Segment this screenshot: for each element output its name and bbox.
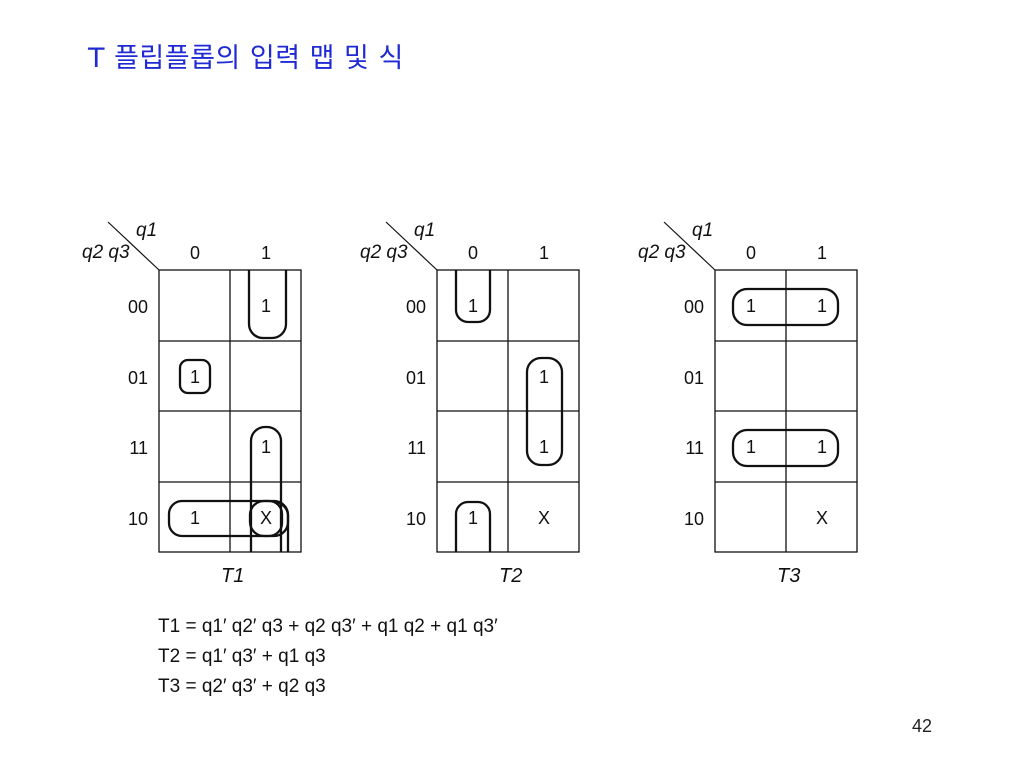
kmap-label: T3 <box>777 565 800 587</box>
kmap-cell: X <box>816 508 828 528</box>
kmap-row-header: 11 <box>685 438 704 458</box>
kmap-group <box>731 428 840 468</box>
kmap-row-header: 01 <box>406 368 426 388</box>
kmap-cell: 1 <box>261 437 271 457</box>
kmap-cell: 1 <box>190 508 200 528</box>
page-number: 42 <box>912 716 933 736</box>
kmap-row-header: 10 <box>406 509 426 529</box>
kmap-col-header: 1 <box>261 243 271 263</box>
equation-t2: T2 = q1′ q3′ + q1 q3 <box>158 646 326 667</box>
kmap-col-header: 1 <box>817 243 827 263</box>
kmap-col-header: 0 <box>468 243 478 263</box>
kmap-label: T2 <box>499 565 522 587</box>
kmap-row-header: 11 <box>129 438 148 458</box>
kmap-corner-top: q1 <box>136 220 157 241</box>
kmap-row-header: 00 <box>684 297 704 317</box>
kmap-row-header: 01 <box>128 368 148 388</box>
kmap-col-header: 0 <box>746 243 756 263</box>
kmap-group <box>167 499 284 538</box>
kmap-corner-left: q2 q3 <box>638 242 686 263</box>
kmap-row-header: 01 <box>684 368 704 388</box>
kmap-cell: X <box>538 508 550 528</box>
kmap-cell: 1 <box>468 296 478 316</box>
kmap-corner-top: q1 <box>692 220 713 241</box>
kmap-t1: q1 q2 q3 0 1 00 01 11 10 1 1 1 1 X T1 <box>82 220 302 587</box>
kmap-t3: q1 q2 q3 0 1 00 01 11 10 1 1 1 1 X T3 <box>638 220 858 587</box>
kmap-group <box>731 287 840 327</box>
kmap-cell: 1 <box>539 367 549 387</box>
kmap-row-header: 00 <box>128 297 148 317</box>
kmap-label: T1 <box>221 565 244 587</box>
kmap-row-header: 10 <box>684 509 704 529</box>
kmap-group <box>525 356 564 467</box>
kmap-row-header: 00 <box>406 297 426 317</box>
kmap-cell: 1 <box>746 296 756 316</box>
kmap-cell: 1 <box>746 437 756 457</box>
kmap-group <box>454 500 492 552</box>
kmap-row-header: 10 <box>128 509 148 529</box>
equation-t3: T3 = q2′ q3′ + q2 q3 <box>158 676 326 697</box>
kmap-cell: 1 <box>190 367 200 387</box>
equation-t1: T1 = q1′ q2′ q3 + q2 q3′ + q1 q2 + q1 q3… <box>158 616 498 637</box>
kmap-cell: 1 <box>817 296 827 316</box>
kmap-group <box>273 500 290 552</box>
kmap-cell: X <box>260 508 272 528</box>
kmap-cell: 1 <box>817 437 827 457</box>
kmap-col-header: 1 <box>539 243 549 263</box>
equations: T1 = q1′ q2′ q3 + q2 q3′ + q1 q2 + q1 q3… <box>158 612 498 702</box>
kmap-corner-top: q1 <box>414 220 435 241</box>
karnaugh-maps: q1 q2 q3 0 1 00 01 11 10 1 1 1 1 X T1 q1… <box>82 220 858 587</box>
kmap-corner-left: q2 q3 <box>82 242 130 263</box>
kmap-group <box>247 270 288 340</box>
kmap-corner-left: q2 q3 <box>360 242 408 263</box>
slide-title: T 플립플롭의 입력 맵 및 식 <box>88 43 404 74</box>
kmap-cell: 1 <box>261 296 271 316</box>
kmap-row-header: 11 <box>407 438 426 458</box>
kmap-group <box>178 358 212 395</box>
kmap-cell: 1 <box>539 437 549 457</box>
kmap-group <box>454 270 492 324</box>
kmap-col-header: 0 <box>190 243 200 263</box>
kmap-group <box>249 425 283 552</box>
kmap-t2: q1 q2 q3 0 1 00 01 11 10 1 1 1 1 X T2 <box>360 220 580 587</box>
kmap-cell: 1 <box>468 508 478 528</box>
